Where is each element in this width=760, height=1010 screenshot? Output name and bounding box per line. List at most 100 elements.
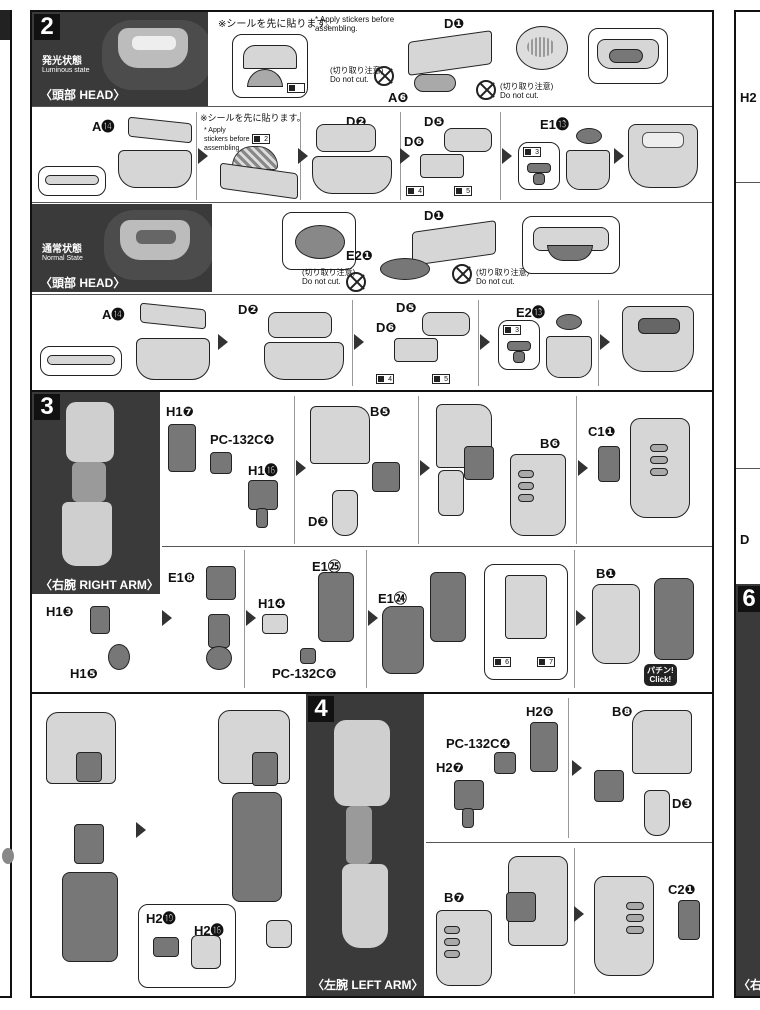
- part-h1-7-label: H1❼: [166, 404, 194, 419]
- forearm-armor-b1: [592, 584, 640, 664]
- joint-h1-4: [262, 614, 288, 634]
- forearm-frame-assembled: [430, 572, 466, 642]
- sticker-icon-4b: 4: [376, 374, 394, 384]
- step3-arrow-8: [136, 822, 146, 838]
- sticker-note-en-1: * Apply stickers before assembling.: [315, 15, 395, 33]
- normal-state-jp: 通常状態: [42, 244, 82, 255]
- joint-h1-16: [248, 480, 278, 510]
- step4-arrow-1: [572, 760, 582, 776]
- zoom-bubble-e1-13: 3: [518, 142, 560, 190]
- right-arm-caption: 〈右腕 RIGHT ARM〉: [40, 578, 159, 592]
- seq-arrow-4: [502, 148, 512, 164]
- step3-bottom-divider: [32, 692, 712, 694]
- b7-vent-1: [444, 926, 460, 934]
- luminous-state-jp: 発光状態: [42, 56, 82, 67]
- head-complete-glow: [642, 132, 684, 148]
- part-b8-label: B❽: [612, 704, 633, 719]
- polycap-pc-6: [300, 648, 316, 664]
- step-3-number: 3: [34, 394, 60, 420]
- b7-vent-3: [444, 950, 460, 958]
- part-d1-label-2: D❶: [424, 208, 445, 223]
- step2-step3-divider: [32, 390, 712, 392]
- upper-arm-joint-1: [76, 752, 102, 782]
- part-b7-label: B❼: [444, 890, 465, 905]
- normal-head-photo: [32, 204, 212, 292]
- right-edge-photo: [736, 584, 760, 996]
- joint-h2-7: [454, 780, 484, 810]
- part-a6-label: A❻: [388, 90, 409, 105]
- head-piece-d5-2: [422, 312, 470, 336]
- part-d5-label-1: D❺: [424, 114, 445, 129]
- elbow-assembly-ball: [206, 646, 232, 670]
- normal-state-caption: 通常状態 Normal State: [42, 240, 83, 262]
- right-edge-d: D: [740, 532, 750, 547]
- joint-h2-7-peg: [462, 808, 474, 828]
- part-h1-3-label: H1❸: [46, 604, 74, 619]
- seq-divider-5: [352, 300, 353, 386]
- right-edge-divider-1: [736, 182, 760, 183]
- visor-plate-bubble: [282, 212, 356, 270]
- elbow-connector-1: [74, 824, 104, 864]
- seq-divider-6: [478, 300, 479, 386]
- seq-arrow-9: [600, 334, 610, 350]
- eye-sensor-a6: [414, 74, 456, 92]
- shoulder-complete-2-vent-1: [626, 902, 644, 910]
- part-h2-7-label: H2❼: [436, 760, 464, 775]
- step3-divider-2: [418, 396, 419, 544]
- joint-h1-16-peg: [256, 508, 268, 528]
- step3-divider-6: [574, 550, 575, 688]
- part-e1-13-label: E1⓭: [540, 117, 569, 132]
- luminous-head-photo: [32, 12, 208, 106]
- head-complete-visor: [638, 318, 680, 334]
- polycap-pc-4-2: [494, 752, 516, 774]
- do-not-cut-4: (切り取り注意)Do not cut.: [476, 268, 530, 286]
- part-h2-16-label: H2⓰: [194, 923, 224, 938]
- part-d3-label-1: D❸: [308, 514, 329, 529]
- part-d6-label-1: D❻: [404, 134, 425, 149]
- seq-arrow-2: [298, 148, 308, 164]
- step3-arrow-4: [162, 610, 172, 626]
- step-4-number: 4: [308, 696, 334, 722]
- shoulder-joint-h2-6: [530, 722, 558, 772]
- eye-lens-zoom: [516, 26, 568, 70]
- step3-arrow-6: [368, 610, 378, 626]
- b6-vent-1: [518, 470, 534, 478]
- step3-arrow-3: [578, 460, 588, 476]
- step2-row-divider-2: [32, 202, 712, 203]
- part-h2-6-label: H2❻: [526, 704, 554, 719]
- shoulder-complete-vent-3: [650, 468, 668, 476]
- forearm-cover-e1-24: [382, 606, 424, 674]
- shoulder-complete-vent-1: [650, 444, 668, 452]
- seq-arrow-3: [400, 148, 410, 164]
- step3-divider-5: [366, 550, 367, 688]
- seq-arrow-8: [480, 334, 490, 350]
- seq-arrow-5: [614, 148, 624, 164]
- head-base-1: [118, 150, 192, 188]
- right-edge-divider-2: [736, 468, 760, 469]
- do-not-cut-3: (切り取り注意)Do not cut.: [302, 268, 356, 286]
- zoom-bubble-forearm: 6 7: [484, 564, 568, 680]
- shoulder-shell-b7: [436, 910, 492, 986]
- sticker-icon-a: [287, 83, 305, 93]
- shoulder-joint-in-b8: [594, 770, 624, 802]
- shoulder-joint-h1-7: [168, 424, 196, 472]
- part-e1-8-label: E1❽: [168, 570, 195, 585]
- seq-arrow-7: [354, 334, 364, 350]
- shoulder-complete-vent-2: [650, 456, 668, 464]
- sticker-icon-4a: 4: [406, 186, 424, 196]
- head-caption-1: 〈頭部 HEAD〉: [40, 88, 126, 102]
- part-d5-label-2: D❺: [396, 300, 417, 315]
- neck-joint-e2-13: [556, 314, 582, 330]
- step3-arrow-1: [296, 460, 306, 476]
- result-box-luminous: [588, 28, 668, 84]
- part-b6-label: B❻: [540, 436, 561, 451]
- shoulder-armor-side: [438, 470, 464, 516]
- sticker-icon-5a: 5: [454, 186, 472, 196]
- part-d6-label-2: D❻: [376, 320, 397, 335]
- part-h1-4-label: H1❹: [258, 596, 286, 611]
- step2-row-divider-1: [32, 106, 712, 107]
- shoulder-joint-assembled-2: [506, 892, 536, 922]
- head-visor-glow: [132, 36, 176, 50]
- hand-part: [266, 920, 292, 948]
- part-e1-25-label: E1㉕: [312, 559, 341, 574]
